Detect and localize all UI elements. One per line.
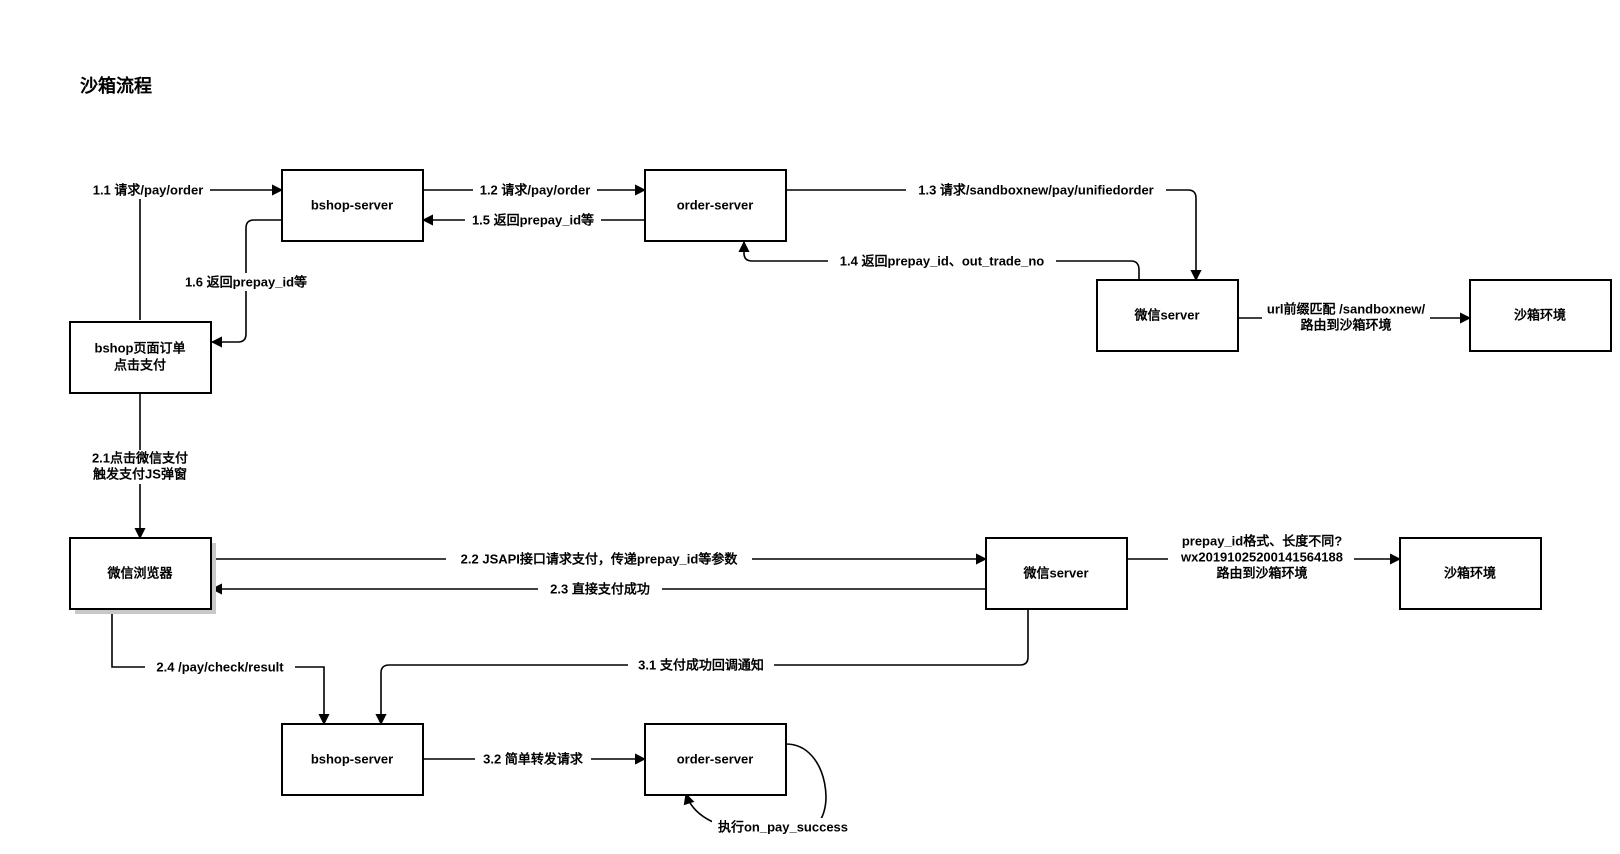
edge-label-2-4: 2.4 /pay/check/result (145, 658, 295, 676)
edge-label-1-2: 1.2 请求/pay/order (473, 181, 597, 199)
edge-label-2-2: 2.2 JSAPI接口请求支付，传递prepay_id等参数 (446, 550, 752, 568)
svg-text:沙箱环境: 沙箱环境 (1444, 565, 1496, 580)
edge-label-exec: 执行on_pay_success (712, 818, 854, 836)
svg-text:1.6 返回prepay_id等: 1.6 返回prepay_id等 (185, 274, 307, 289)
svg-text:路由到沙箱环境: 路由到沙箱环境 (1216, 565, 1307, 580)
node-bshop-server-top: bshop-server (281, 169, 424, 242)
node-wechat-server-top: 微信server (1096, 279, 1239, 352)
svg-text:沙箱环境: 沙箱环境 (1514, 307, 1566, 322)
node-order-server-bottom: order-server (644, 723, 787, 796)
svg-text:2.1点击微信支付: 2.1点击微信支付 (92, 450, 188, 465)
svg-text:微信server: 微信server (1133, 307, 1199, 322)
edge-label-2-1: 2.1点击微信支付 触发支付JS弹窗 (86, 450, 194, 484)
svg-text:2.2 JSAPI接口请求支付，传递prepay_id等参数: 2.2 JSAPI接口请求支付，传递prepay_id等参数 (461, 551, 739, 566)
svg-text:2.4 /pay/check/result: 2.4 /pay/check/result (156, 659, 284, 674)
node-order-server-top: order-server (644, 169, 787, 242)
svg-text:微信浏览器: 微信浏览器 (106, 565, 173, 580)
svg-text:2.3 直接支付成功: 2.3 直接支付成功 (550, 581, 650, 596)
edge-label-1-5: 1.5 返回prepay_id等 (465, 211, 601, 229)
edge-label-route-bottom: prepay_id格式、长度不同? wx20191025200141564188… (1168, 533, 1354, 585)
edge-1-3 (786, 189, 1202, 282)
svg-text:路由到沙箱环境: 路由到沙箱环境 (1300, 317, 1391, 332)
page-title: 沙箱流程 (80, 75, 152, 96)
svg-text:微信server: 微信server (1022, 565, 1088, 580)
node-bshop-page: bshop页面订单 点击支付 (69, 321, 212, 394)
node-bshop-server-bottom: bshop-server (281, 723, 424, 796)
svg-text:触发支付JS弹窗: 触发支付JS弹窗 (92, 466, 187, 481)
edge-label-1-6: 1.6 返回prepay_id等 (178, 273, 314, 291)
svg-text:1.2 请求/pay/order: 1.2 请求/pay/order (480, 182, 591, 197)
svg-text:1.4 返回prepay_id、out_trade_no: 1.4 返回prepay_id、out_trade_no (840, 253, 1044, 268)
svg-text:url前缀匹配 /sandboxnew/: url前缀匹配 /sandboxnew/ (1267, 301, 1426, 316)
svg-text:3.2 简单转发请求: 3.2 简单转发请求 (483, 751, 584, 766)
node-wechat-server-bottom: 微信server (985, 537, 1128, 610)
svg-text:1.3 请求/sandboxnew/pay/unifiedo: 1.3 请求/sandboxnew/pay/unifiedorder (918, 182, 1154, 197)
node-sandbox-bottom: 沙箱环境 (1399, 537, 1542, 610)
node-wechat-browser: 微信浏览器 (69, 537, 216, 614)
svg-text:执行on_pay_success: 执行on_pay_success (718, 819, 848, 834)
edge-label-1-4: 1.4 返回prepay_id、out_trade_no (828, 252, 1056, 270)
node-sandbox-top: 沙箱环境 (1469, 279, 1612, 352)
edge-label-1-1: 1.1 请求/pay/order (86, 181, 210, 199)
edge-label-3-2: 3.2 简单转发请求 (475, 750, 591, 768)
edge-label-2-3: 2.3 直接支付成功 (538, 580, 662, 598)
svg-text:1.5 返回prepay_id等: 1.5 返回prepay_id等 (472, 212, 594, 227)
svg-text:bshop页面订单: bshop页面订单 (95, 340, 186, 355)
svg-text:1.1 请求/pay/order: 1.1 请求/pay/order (93, 182, 204, 197)
svg-text:bshop-server: bshop-server (311, 751, 393, 766)
svg-text:prepay_id格式、长度不同?: prepay_id格式、长度不同? (1182, 533, 1342, 548)
svg-text:3.1 支付成功回调通知: 3.1 支付成功回调通知 (638, 657, 764, 672)
svg-text:bshop-server: bshop-server (311, 197, 393, 212)
svg-text:wx20191025200141564188: wx20191025200141564188 (1180, 549, 1343, 564)
svg-text:order-server: order-server (677, 197, 754, 212)
edge-1-1 (139, 184, 284, 320)
svg-text:点击支付: 点击支付 (114, 357, 166, 372)
svg-text:order-server: order-server (677, 751, 754, 766)
edge-label-3-1: 3.1 支付成功回调通知 (628, 656, 774, 674)
edge-label-route-top: url前缀匹配 /sandboxnew/ 路由到沙箱环境 (1262, 301, 1430, 335)
edge-label-1-3: 1.3 请求/sandboxnew/pay/unifiedorder (906, 181, 1166, 199)
